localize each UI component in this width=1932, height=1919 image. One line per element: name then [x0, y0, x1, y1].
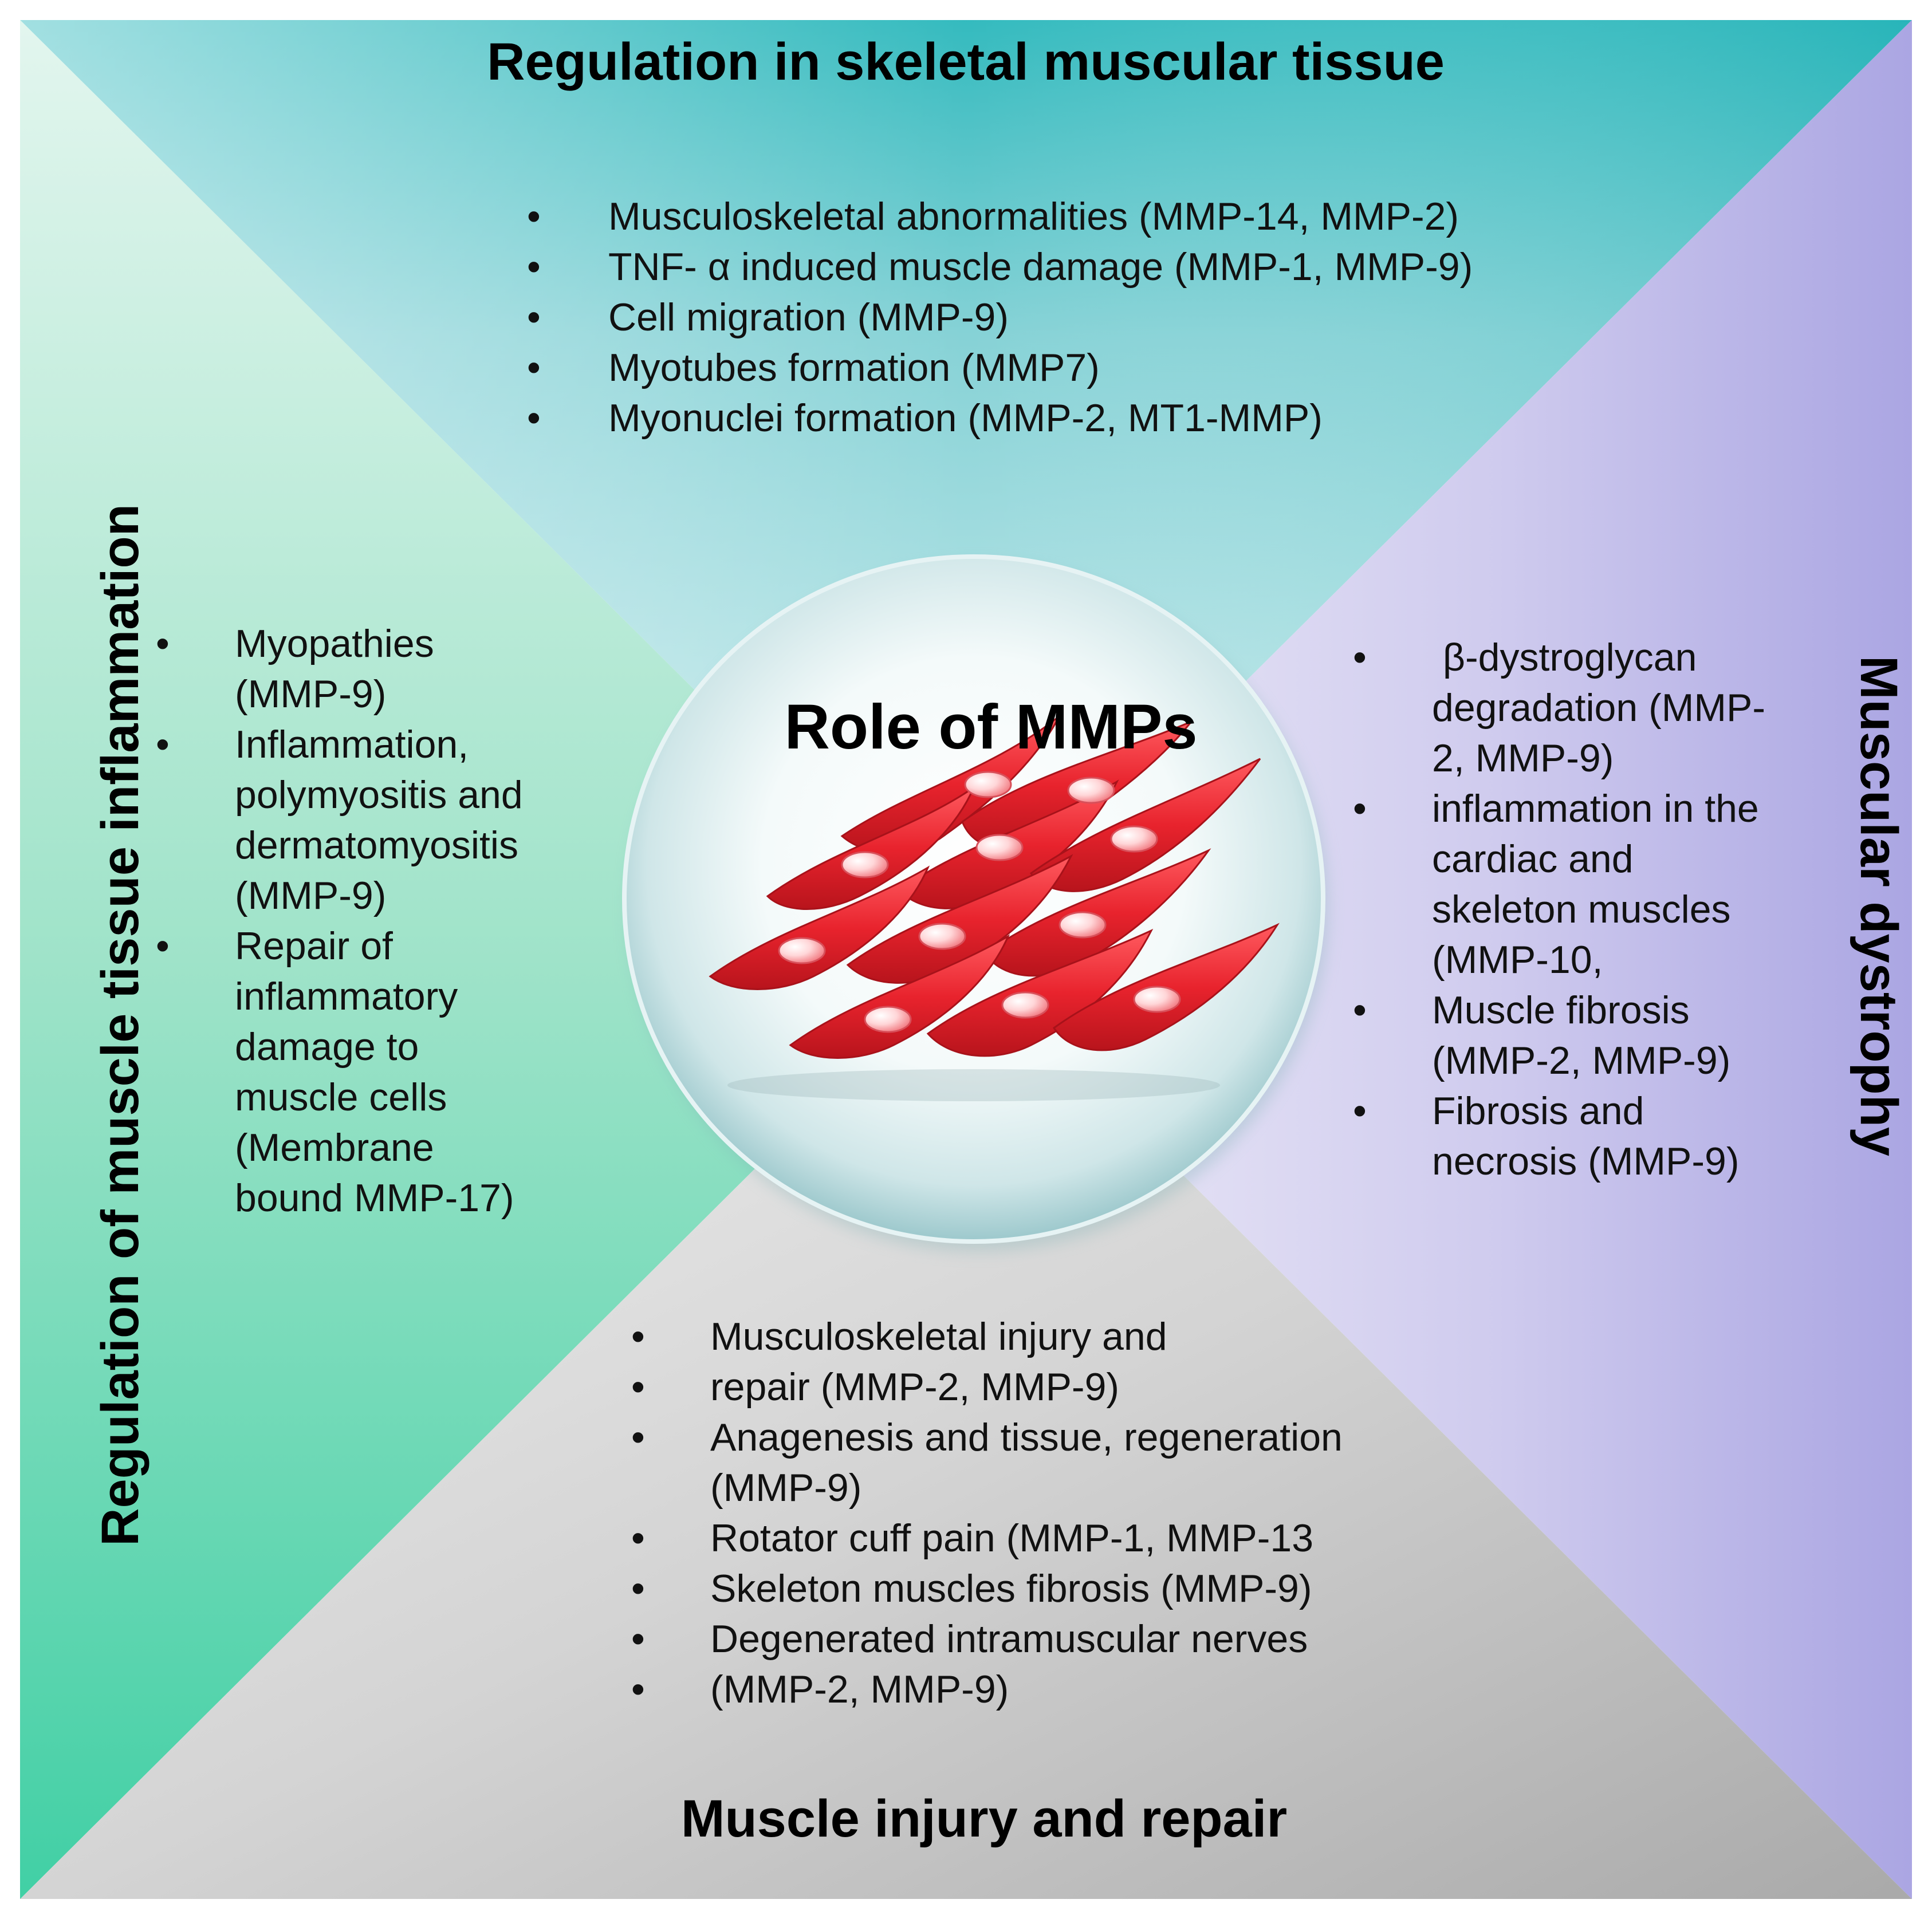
bullet: • — [1353, 1089, 1367, 1133]
bullet: • — [527, 245, 541, 289]
list-item: •Myonuclei formation (MMP-2, MT1-MMP) — [527, 393, 1615, 443]
bullet: • — [527, 295, 541, 339]
bullet: • — [527, 396, 541, 440]
bullet: • — [631, 1365, 645, 1409]
list-item: • Inflammation, polymyositis and dermato… — [149, 719, 561, 921]
list-item: •repair (MMP-2, MMP-9) — [625, 1362, 1485, 1412]
list-item: •TNF- α induced muscle damage (MMP-1, MM… — [527, 242, 1615, 292]
bullet: • — [631, 1617, 645, 1661]
list-item: •Skeleton muscles fibrosis (MMP-9) — [625, 1563, 1485, 1614]
quadrant-right-title: Muscular dystrophy — [1850, 655, 1908, 1157]
list-item: • Muscle fibrosis (MMP-2, MMP-9) — [1346, 985, 1816, 1086]
bullet: • — [631, 1315, 645, 1358]
quadrant-bottom — [0, 959, 1932, 1919]
quadrant-left-title: Regulation of muscle tissue inflammation — [91, 504, 149, 1546]
list-item: • inflammation in the cardiac and skelet… — [1346, 783, 1816, 985]
quadrant-left — [0, 0, 966, 1919]
bullet: • — [631, 1416, 645, 1459]
quadrant-bottom-title: Muscle injury and repair — [680, 1790, 1288, 1848]
quadrant-top-sheen — [0, 0, 1932, 959]
list-item: •Myotubes formation (MMP7) — [527, 342, 1615, 393]
list-item: • β-dystroglycan degradation (MMP- 2, MM… — [1346, 632, 1816, 783]
bullet: • — [1353, 787, 1367, 830]
list-item: •Musculoskeletal abnormalities (MMP-14, … — [527, 191, 1615, 242]
list-item: •Cell migration (MMP-9) — [527, 292, 1615, 342]
list-item: • Fibrosis and necrosis (MMP-9) — [1346, 1086, 1816, 1187]
bullet: • — [527, 195, 541, 238]
list-item: •Musculoskeletal injury and — [625, 1311, 1485, 1362]
muscle-cells-icon — [709, 715, 1280, 1101]
bullet: • — [156, 622, 170, 665]
list-item: (MMP-9) — [710, 1466, 862, 1510]
list-item: •Degenerated intramuscular nerves — [625, 1614, 1485, 1664]
list-item: • Myopathies (MMP-9) — [149, 618, 561, 719]
bullet: • — [527, 346, 541, 389]
list-item: •Anagenesis and tissue, regeneration — [625, 1412, 1485, 1463]
bullet: • — [631, 1567, 645, 1610]
bullet: • — [1353, 636, 1367, 679]
quadrant-bottom-list: •Musculoskeletal injury and •repair (MMP… — [625, 1311, 1485, 1715]
list-item: • Repair of inflammatory damage to muscl… — [149, 921, 561, 1223]
bullet: • — [156, 924, 170, 968]
bullet: • — [156, 723, 170, 766]
list-item: •Rotator cuff pain (MMP-1, MMP-13 — [625, 1513, 1485, 1563]
quadrant-top-title: Regulation in skeletal muscular tissue — [487, 33, 1445, 91]
list-item: •(MMP-2, MMP-9) — [625, 1664, 1485, 1715]
bullet: • — [631, 1516, 645, 1560]
bullet: • — [631, 1668, 645, 1711]
quadrant-left-list: • Myopathies (MMP-9) • Inflammation, pol… — [149, 618, 561, 1223]
center-title: Role of MMPs — [784, 692, 1198, 762]
bullet: • — [1353, 988, 1367, 1032]
quadrant-right-list: • β-dystroglycan degradation (MMP- 2, MM… — [1346, 632, 1816, 1187]
quadrant-top-list: •Musculoskeletal abnormalities (MMP-14, … — [527, 191, 1615, 443]
quadrant-right — [966, 0, 1932, 1919]
